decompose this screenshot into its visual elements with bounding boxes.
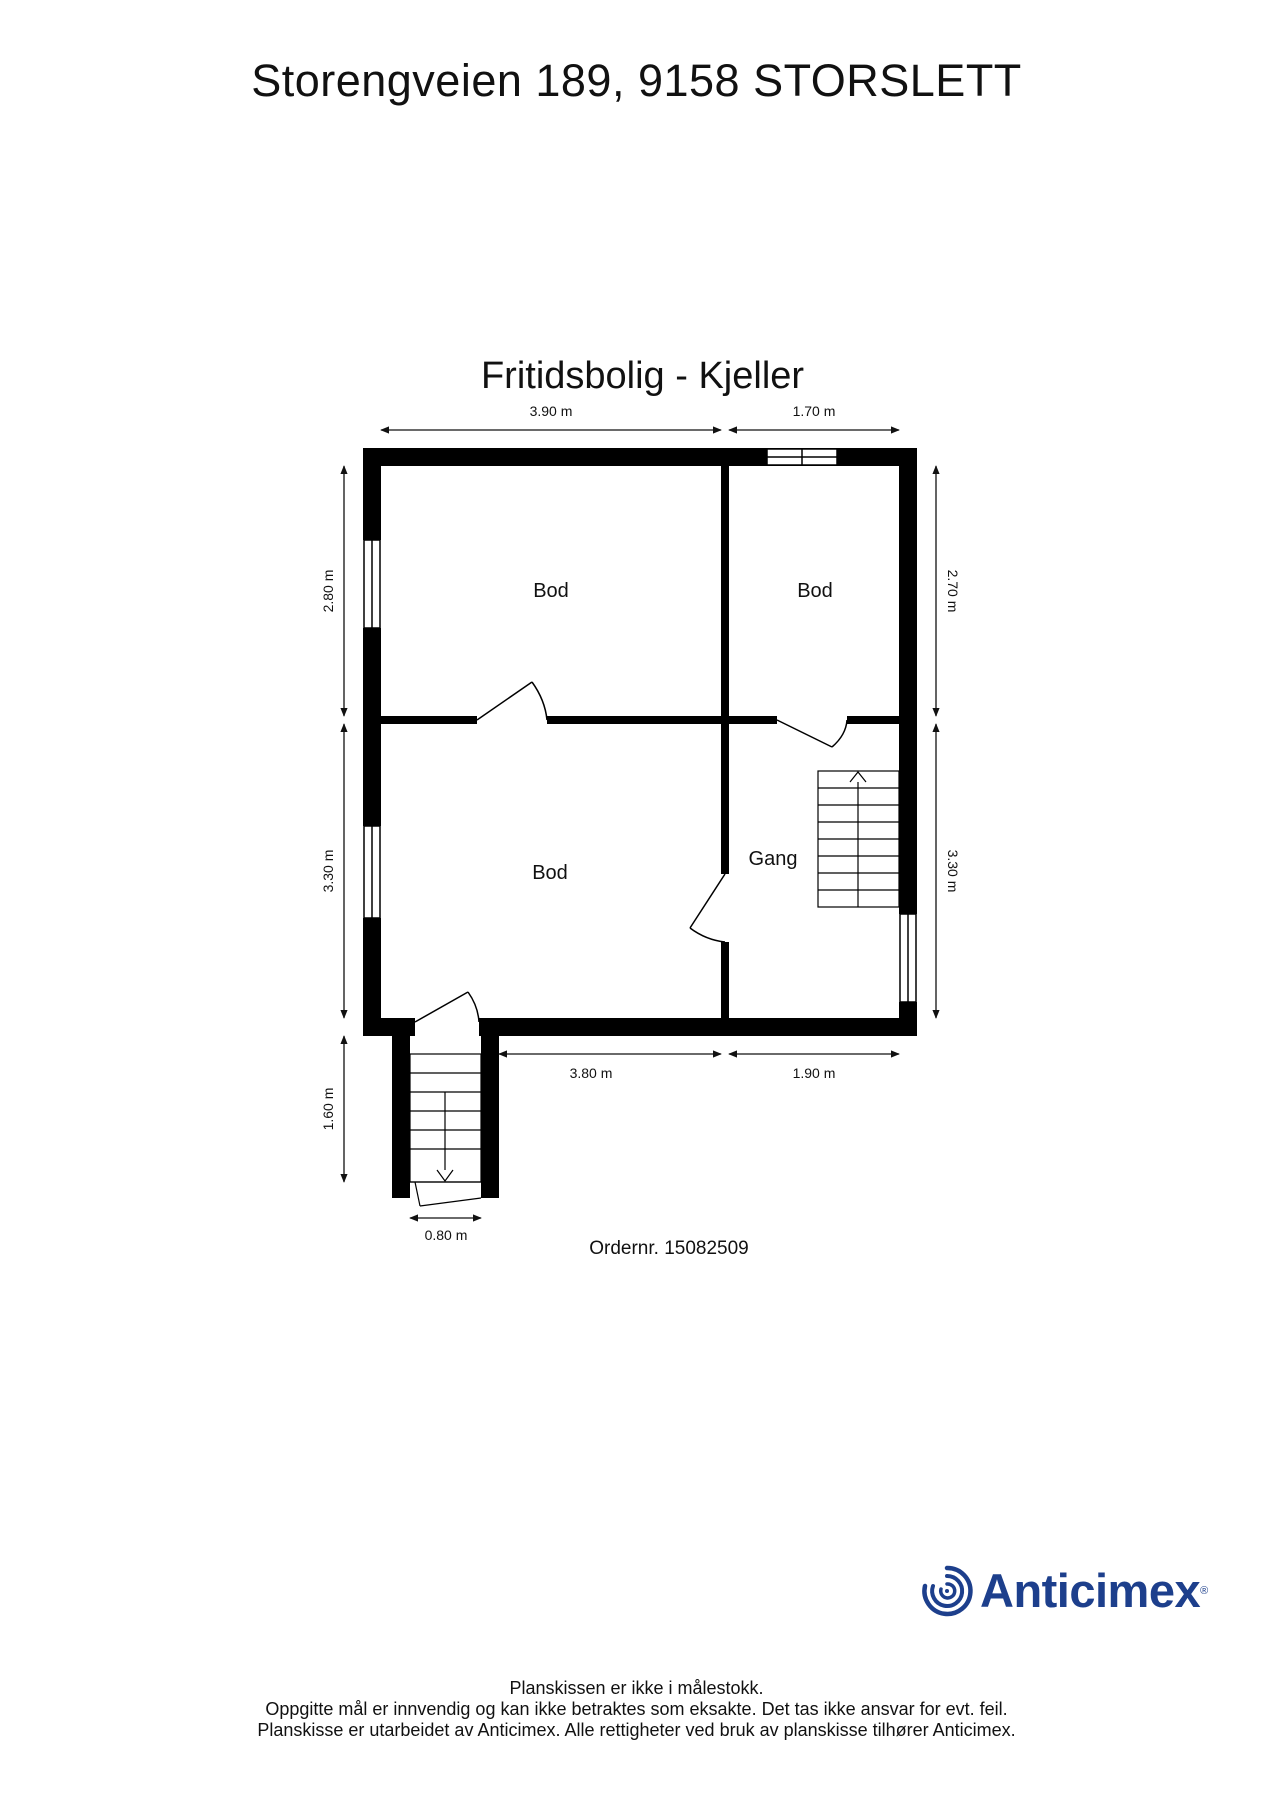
anticimex-swirl-icon bbox=[922, 1565, 973, 1616]
window-right-lower bbox=[899, 913, 917, 1003]
anticimex-logo: Anticimex® bbox=[920, 1563, 1208, 1618]
order-number: Ordernr. 15082509 bbox=[589, 1238, 749, 1259]
wall-interior-h-right-a bbox=[725, 716, 777, 724]
dim-label-bottom-mid: 3.80 m bbox=[570, 1065, 613, 1081]
dim-label-right-upper: 2.70 m bbox=[945, 570, 961, 613]
wall-stair-right bbox=[481, 1036, 499, 1198]
footer-line-1: Planskissen er ikke i målestokk. bbox=[509, 1678, 764, 1698]
dim-label-top-right: 1.70 m bbox=[793, 403, 836, 419]
logo-wordmark: Anticimex bbox=[980, 1564, 1201, 1617]
window-left-lower bbox=[363, 825, 381, 919]
wall-bottom-left bbox=[363, 1018, 415, 1036]
room-label-bod-top-right: Bod bbox=[797, 580, 833, 602]
registered-mark-icon: ® bbox=[1200, 1584, 1209, 1597]
dim-label-right-lower: 3.30 m bbox=[945, 850, 961, 893]
doors bbox=[414, 681, 848, 1023]
dimension-lines bbox=[340, 426, 940, 1222]
dim-label-stair-width: 0.80 m bbox=[425, 1227, 468, 1243]
walls bbox=[363, 448, 917, 1198]
wall-right-upper bbox=[899, 448, 917, 914]
window-top-right bbox=[766, 448, 838, 466]
wall-interior-h-right-b bbox=[847, 716, 899, 724]
room-label-gang: Gang bbox=[749, 848, 798, 870]
wall-left-upper bbox=[363, 448, 381, 540]
door-bod-top-left bbox=[476, 681, 548, 721]
door-bod-bottom bbox=[689, 873, 726, 943]
stairs-gang bbox=[817, 770, 900, 908]
wall-stair-left bbox=[392, 1036, 410, 1198]
plan-title: Fritidsbolig - Kjeller bbox=[480, 355, 805, 397]
footer-disclaimer: Planskissen er ikke i målestokk. Oppgitt… bbox=[0, 1678, 1273, 1741]
wall-interior-v-lower bbox=[721, 942, 729, 1020]
wall-left-mid bbox=[363, 628, 381, 826]
windows bbox=[363, 448, 917, 1003]
footer-line-3: Planskisse er utarbeidet av Anticimex. A… bbox=[257, 1720, 1016, 1740]
dim-label-top-left: 3.90 m bbox=[530, 403, 573, 419]
room-label-bod-bottom: Bod bbox=[532, 862, 568, 884]
room-label-bod-top-left: Bod bbox=[533, 580, 569, 602]
wall-interior-h-left-a bbox=[381, 716, 477, 724]
stairs-entrance bbox=[409, 1053, 482, 1207]
wall-interior-v-upper bbox=[721, 466, 729, 874]
dim-label-left-upper: 2.80 m bbox=[320, 570, 336, 613]
wall-interior-h-left-b bbox=[547, 716, 725, 724]
dim-label-bottom-right: 1.90 m bbox=[793, 1065, 836, 1081]
wall-left-lower bbox=[363, 918, 381, 1036]
footer-line-2: Oppgitte mål er innvendig og kan ikke be… bbox=[265, 1699, 1008, 1719]
page-title: Storengveien 189, 9158 STORSLETT bbox=[251, 55, 1022, 106]
door-entrance bbox=[414, 991, 480, 1023]
wall-bottom-right bbox=[479, 1018, 917, 1036]
dim-label-left-lower: 3.30 m bbox=[320, 850, 336, 893]
window-left-upper bbox=[363, 539, 381, 629]
dim-label-left-stair: 1.60 m bbox=[320, 1088, 336, 1131]
door-bod-top-right bbox=[776, 719, 848, 748]
